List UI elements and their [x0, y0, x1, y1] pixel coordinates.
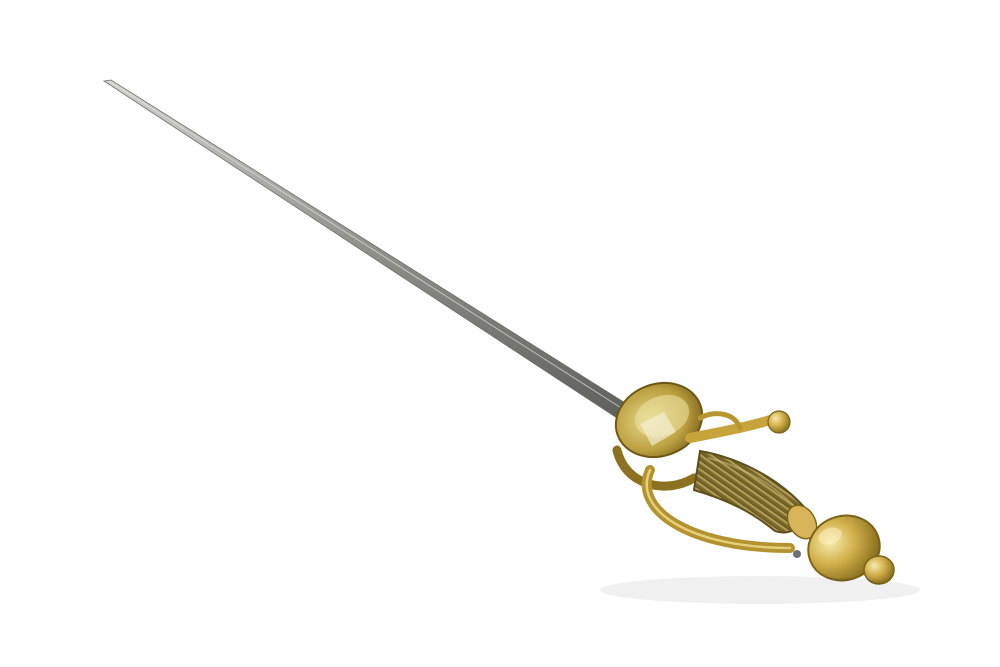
drop-shadow — [600, 576, 920, 604]
pommel — [807, 514, 895, 585]
knuckle-bow — [641, 465, 801, 558]
blade — [102, 79, 631, 421]
guard-shell — [612, 381, 704, 491]
quillon — [685, 410, 791, 443]
